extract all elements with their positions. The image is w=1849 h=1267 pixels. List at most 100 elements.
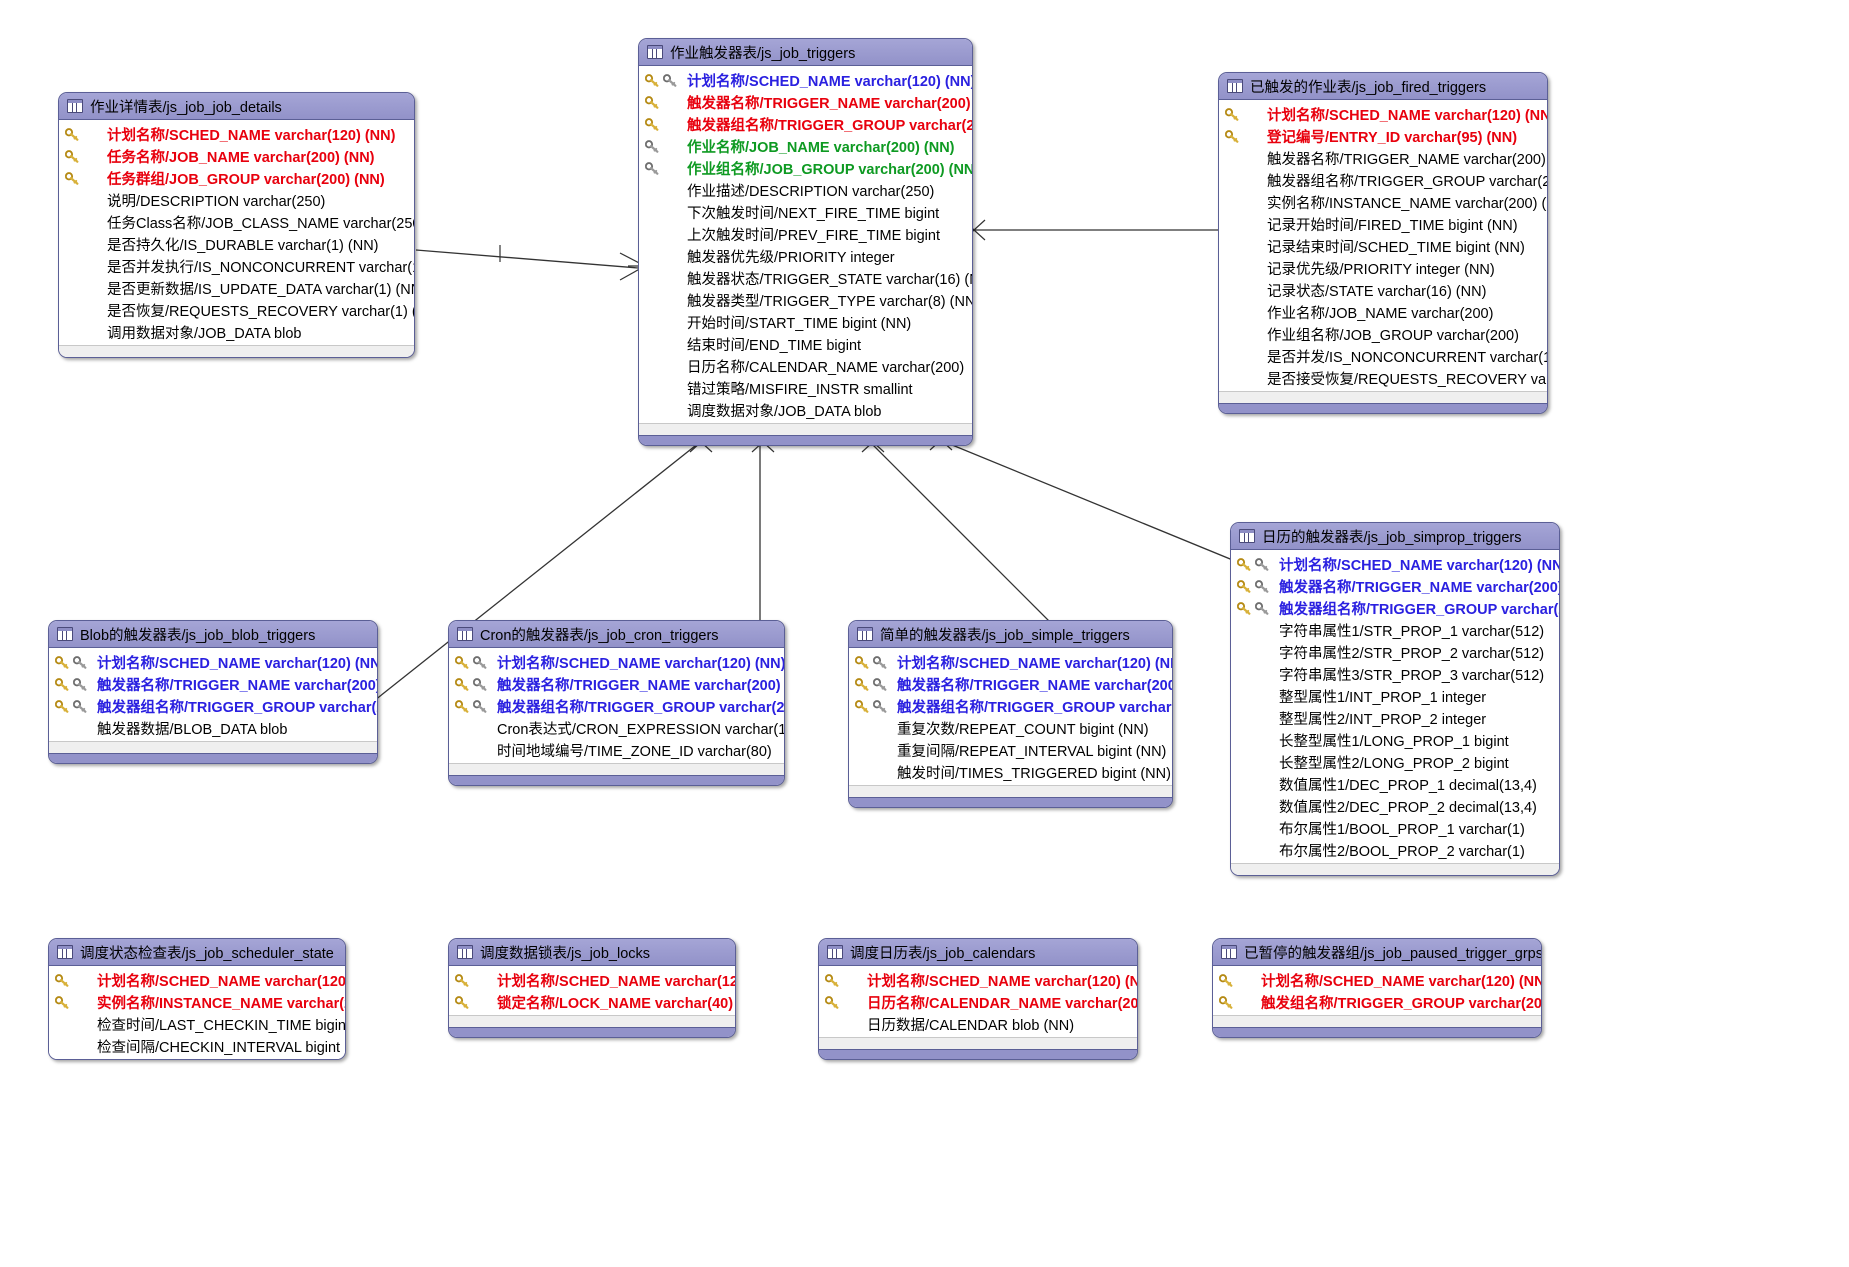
attribute-row[interactable]: 触发器类型/TRIGGER_TYPE varchar(8) (NN) — [639, 289, 972, 311]
attribute-row[interactable]: 任务Class名称/JOB_CLASS_NAME varchar(250) (N… — [59, 211, 414, 233]
attribute-row[interactable]: 触发器名称/TRIGGER_NAME varchar(200) (NN) — [49, 673, 377, 695]
attribute-row[interactable]: 字符串属性2/STR_PROP_2 varchar(512) — [1231, 641, 1559, 663]
attribute-row[interactable]: 记录开始时间/FIRED_TIME bigint (NN) — [1219, 213, 1547, 235]
attribute-row[interactable]: 实例名称/INSTANCE_NAME varchar(200) (NN) — [49, 991, 345, 1013]
attribute-row[interactable]: 触发器组名称/TRIGGER_GROUP varchar(200) (NN) — [449, 695, 784, 717]
attribute-row[interactable]: 锁定名称/LOCK_NAME varchar(40) (NN) — [449, 991, 735, 1013]
entity-fired_triggers[interactable]: 已触发的作业表/js_job_fired_triggers 计划名称/SCHED_… — [1218, 72, 1548, 414]
attribute-row[interactable]: 是否接受恢复/REQUESTS_RECOVERY varchar(1) — [1219, 367, 1547, 389]
attribute-row[interactable]: 日历名称/CALENDAR_NAME varchar(200) — [639, 355, 972, 377]
entity-header-fired_triggers[interactable]: 已触发的作业表/js_job_fired_triggers — [1219, 73, 1547, 100]
entity-job_details[interactable]: 作业详情表/js_job_job_details 计划名称/SCHED_NAME … — [58, 92, 415, 358]
attribute-row[interactable]: 触发器组名称/TRIGGER_GROUP varchar(200) (NN) — [1231, 597, 1559, 619]
attribute-row[interactable]: Cron表达式/CRON_EXPRESSION varchar(120) (NN… — [449, 717, 784, 739]
attribute-row[interactable]: 整型属性1/INT_PROP_1 integer — [1231, 685, 1559, 707]
attribute-row[interactable]: 长整型属性1/LONG_PROP_1 bigint — [1231, 729, 1559, 751]
attribute-row[interactable]: 触发器组名称/TRIGGER_GROUP varchar(200) (NN) — [49, 695, 377, 717]
entity-simprop_triggers[interactable]: 日历的触发器表/js_job_simprop_triggers 计划名称/SCHE… — [1230, 522, 1560, 876]
attribute-row[interactable]: 重复次数/REPEAT_COUNT bigint (NN) — [849, 717, 1172, 739]
attribute-row[interactable]: 是否并发执行/IS_NONCONCURRENT varchar(1) (NN) — [59, 255, 414, 277]
entity-header-simple_triggers[interactable]: 简单的触发器表/js_job_simple_triggers — [849, 621, 1172, 648]
attribute-row[interactable]: 计划名称/SCHED_NAME varchar(120) (NN) — [639, 69, 972, 91]
attribute-row[interactable]: 触发器名称/TRIGGER_NAME varchar(200) (NN) — [1231, 575, 1559, 597]
attribute-row[interactable]: 长整型属性2/LONG_PROP_2 bigint — [1231, 751, 1559, 773]
attribute-row[interactable]: 是否并发/IS_NONCONCURRENT varchar(1) — [1219, 345, 1547, 367]
attribute-row[interactable]: 记录优先级/PRIORITY integer (NN) — [1219, 257, 1547, 279]
attribute-row[interactable]: 结束时间/END_TIME bigint — [639, 333, 972, 355]
attribute-row[interactable]: 是否更新数据/IS_UPDATE_DATA varchar(1) (NN) — [59, 277, 414, 299]
attribute-row[interactable]: 触发器名称/TRIGGER_NAME varchar(200) (NN) — [1219, 147, 1547, 169]
attribute-row[interactable]: 作业描述/DESCRIPTION varchar(250) — [639, 179, 972, 201]
attribute-row[interactable]: 触发组名称/TRIGGER_GROUP varchar(200) (NN) — [1213, 991, 1541, 1013]
entity-blob_triggers[interactable]: Blob的触发器表/js_job_blob_triggers 计划名称/SCHED… — [48, 620, 378, 764]
attribute-row[interactable]: 实例名称/INSTANCE_NAME varchar(200) (NN) — [1219, 191, 1547, 213]
attribute-row[interactable]: 调度数据对象/JOB_DATA blob — [639, 399, 972, 421]
attribute-row[interactable]: 作业名称/JOB_NAME varchar(200) — [1219, 301, 1547, 323]
entity-header-scheduler_state[interactable]: 调度状态检查表/js_job_scheduler_state — [49, 939, 345, 966]
attribute-row[interactable]: 触发时间/TIMES_TRIGGERED bigint (NN) — [849, 761, 1172, 783]
attribute-row[interactable]: 调用数据对象/JOB_DATA blob — [59, 321, 414, 343]
entity-locks[interactable]: 调度数据锁表/js_job_locks 计划名称/SCHED_NAME varch… — [448, 938, 736, 1038]
attribute-row[interactable]: 计划名称/SCHED_NAME varchar(120) (NN) — [849, 651, 1172, 673]
attribute-row[interactable]: 计划名称/SCHED_NAME varchar(120) (NN) — [1213, 969, 1541, 991]
attribute-row[interactable]: 记录结束时间/SCHED_TIME bigint (NN) — [1219, 235, 1547, 257]
entity-header-simprop_triggers[interactable]: 日历的触发器表/js_job_simprop_triggers — [1231, 523, 1559, 550]
entity-header-paused_trigger_grps[interactable]: 已暂停的触发器组/js_job_paused_trigger_grps — [1213, 939, 1541, 966]
attribute-row[interactable]: 检查间隔/CHECKIN_INTERVAL bigint (NN) — [49, 1035, 345, 1057]
attribute-row[interactable]: 计划名称/SCHED_NAME varchar(120) (NN) — [49, 651, 377, 673]
attribute-row[interactable]: 说明/DESCRIPTION varchar(250) — [59, 189, 414, 211]
attribute-row[interactable]: 作业组名称/JOB_GROUP varchar(200) (NN) — [639, 157, 972, 179]
entity-cron_triggers[interactable]: Cron的触发器表/js_job_cron_triggers 计划名称/SCHED… — [448, 620, 785, 786]
attribute-row[interactable]: 检查时间/LAST_CHECKIN_TIME bigint (NN) — [49, 1013, 345, 1035]
entity-simple_triggers[interactable]: 简单的触发器表/js_job_simple_triggers 计划名称/SCHED… — [848, 620, 1173, 808]
attribute-row[interactable]: 计划名称/SCHED_NAME varchar(120) (NN) — [449, 969, 735, 991]
attribute-row[interactable]: 整型属性2/INT_PROP_2 integer — [1231, 707, 1559, 729]
attribute-row[interactable]: 计划名称/SCHED_NAME varchar(120) (NN) — [449, 651, 784, 673]
attribute-row[interactable]: 字符串属性1/STR_PROP_1 varchar(512) — [1231, 619, 1559, 641]
entity-header-job_details[interactable]: 作业详情表/js_job_job_details — [59, 93, 414, 120]
attribute-row[interactable]: 触发器名称/TRIGGER_NAME varchar(200) (NN) — [449, 673, 784, 695]
entity-header-triggers[interactable]: 作业触发器表/js_job_triggers — [639, 39, 972, 66]
attribute-row[interactable]: 是否恢复/REQUESTS_RECOVERY varchar(1) (NN) — [59, 299, 414, 321]
attribute-row[interactable]: 布尔属性1/BOOL_PROP_1 varchar(1) — [1231, 817, 1559, 839]
attribute-row[interactable]: 上次触发时间/PREV_FIRE_TIME bigint — [639, 223, 972, 245]
entity-header-blob_triggers[interactable]: Blob的触发器表/js_job_blob_triggers — [49, 621, 377, 648]
attribute-row[interactable]: 开始时间/START_TIME bigint (NN) — [639, 311, 972, 333]
attribute-row[interactable]: 触发器组名称/TRIGGER_GROUP varchar(200) (NN) — [1219, 169, 1547, 191]
attribute-row[interactable]: 数值属性2/DEC_PROP_2 decimal(13,4) — [1231, 795, 1559, 817]
attribute-row[interactable]: 计划名称/SCHED_NAME varchar(120) (NN) — [1231, 553, 1559, 575]
attribute-row[interactable]: 计划名称/SCHED_NAME varchar(120) (NN) — [819, 969, 1137, 991]
attribute-row[interactable]: 日历名称/CALENDAR_NAME varchar(200) (NN) — [819, 991, 1137, 1013]
attribute-row[interactable]: 计划名称/SCHED_NAME varchar(120) (NN) — [1219, 103, 1547, 125]
attribute-row[interactable]: 计划名称/SCHED_NAME varchar(120) (NN) — [59, 123, 414, 145]
attribute-row[interactable]: 计划名称/SCHED_NAME varchar(120) (NN) — [49, 969, 345, 991]
attribute-row[interactable]: 任务名称/JOB_NAME varchar(200) (NN) — [59, 145, 414, 167]
attribute-row[interactable]: 触发器名称/TRIGGER_NAME varchar(200) (NN) — [639, 91, 972, 113]
entity-calendars[interactable]: 调度日历表/js_job_calendars 计划名称/SCHED_NAME va… — [818, 938, 1138, 1060]
attribute-row[interactable]: 登记编号/ENTRY_ID varchar(95) (NN) — [1219, 125, 1547, 147]
entity-header-locks[interactable]: 调度数据锁表/js_job_locks — [449, 939, 735, 966]
attribute-row[interactable]: 下次触发时间/NEXT_FIRE_TIME bigint — [639, 201, 972, 223]
attribute-row[interactable]: 触发器组名称/TRIGGER_GROUP varchar(200) (NN) — [639, 113, 972, 135]
attribute-row[interactable]: 作业名称/JOB_NAME varchar(200) (NN) — [639, 135, 972, 157]
entity-paused_trigger_grps[interactable]: 已暂停的触发器组/js_job_paused_trigger_grps 计划名称/… — [1212, 938, 1542, 1038]
attribute-row[interactable]: 错过策略/MISFIRE_INSTR smallint — [639, 377, 972, 399]
entity-scheduler_state[interactable]: 调度状态检查表/js_job_scheduler_state 计划名称/SCHED… — [48, 938, 346, 1060]
attribute-row[interactable]: 触发器数据/BLOB_DATA blob — [49, 717, 377, 739]
attribute-row[interactable]: 日历数据/CALENDAR blob (NN) — [819, 1013, 1137, 1035]
attribute-row[interactable]: 是否持久化/IS_DURABLE varchar(1) (NN) — [59, 233, 414, 255]
attribute-row[interactable]: 触发器优先级/PRIORITY integer — [639, 245, 972, 267]
entity-triggers[interactable]: 作业触发器表/js_job_triggers 计划名称/SCHED_NAME va… — [638, 38, 973, 446]
attribute-row[interactable]: 触发器组名称/TRIGGER_GROUP varchar(200) (NN) — [849, 695, 1172, 717]
entity-header-cron_triggers[interactable]: Cron的触发器表/js_job_cron_triggers — [449, 621, 784, 648]
attribute-row[interactable]: 时间地域编号/TIME_ZONE_ID varchar(80) — [449, 739, 784, 761]
attribute-row[interactable]: 作业组名称/JOB_GROUP varchar(200) — [1219, 323, 1547, 345]
attribute-row[interactable]: 字符串属性3/STR_PROP_3 varchar(512) — [1231, 663, 1559, 685]
attribute-row[interactable]: 触发器名称/TRIGGER_NAME varchar(200) (NN) — [849, 673, 1172, 695]
attribute-row[interactable]: 布尔属性2/BOOL_PROP_2 varchar(1) — [1231, 839, 1559, 861]
attribute-row[interactable]: 重复间隔/REPEAT_INTERVAL bigint (NN) — [849, 739, 1172, 761]
attribute-row[interactable]: 记录状态/STATE varchar(16) (NN) — [1219, 279, 1547, 301]
attribute-row[interactable]: 触发器状态/TRIGGER_STATE varchar(16) (NN) — [639, 267, 972, 289]
entity-header-calendars[interactable]: 调度日历表/js_job_calendars — [819, 939, 1137, 966]
attribute-row[interactable]: 任务群组/JOB_GROUP varchar(200) (NN) — [59, 167, 414, 189]
